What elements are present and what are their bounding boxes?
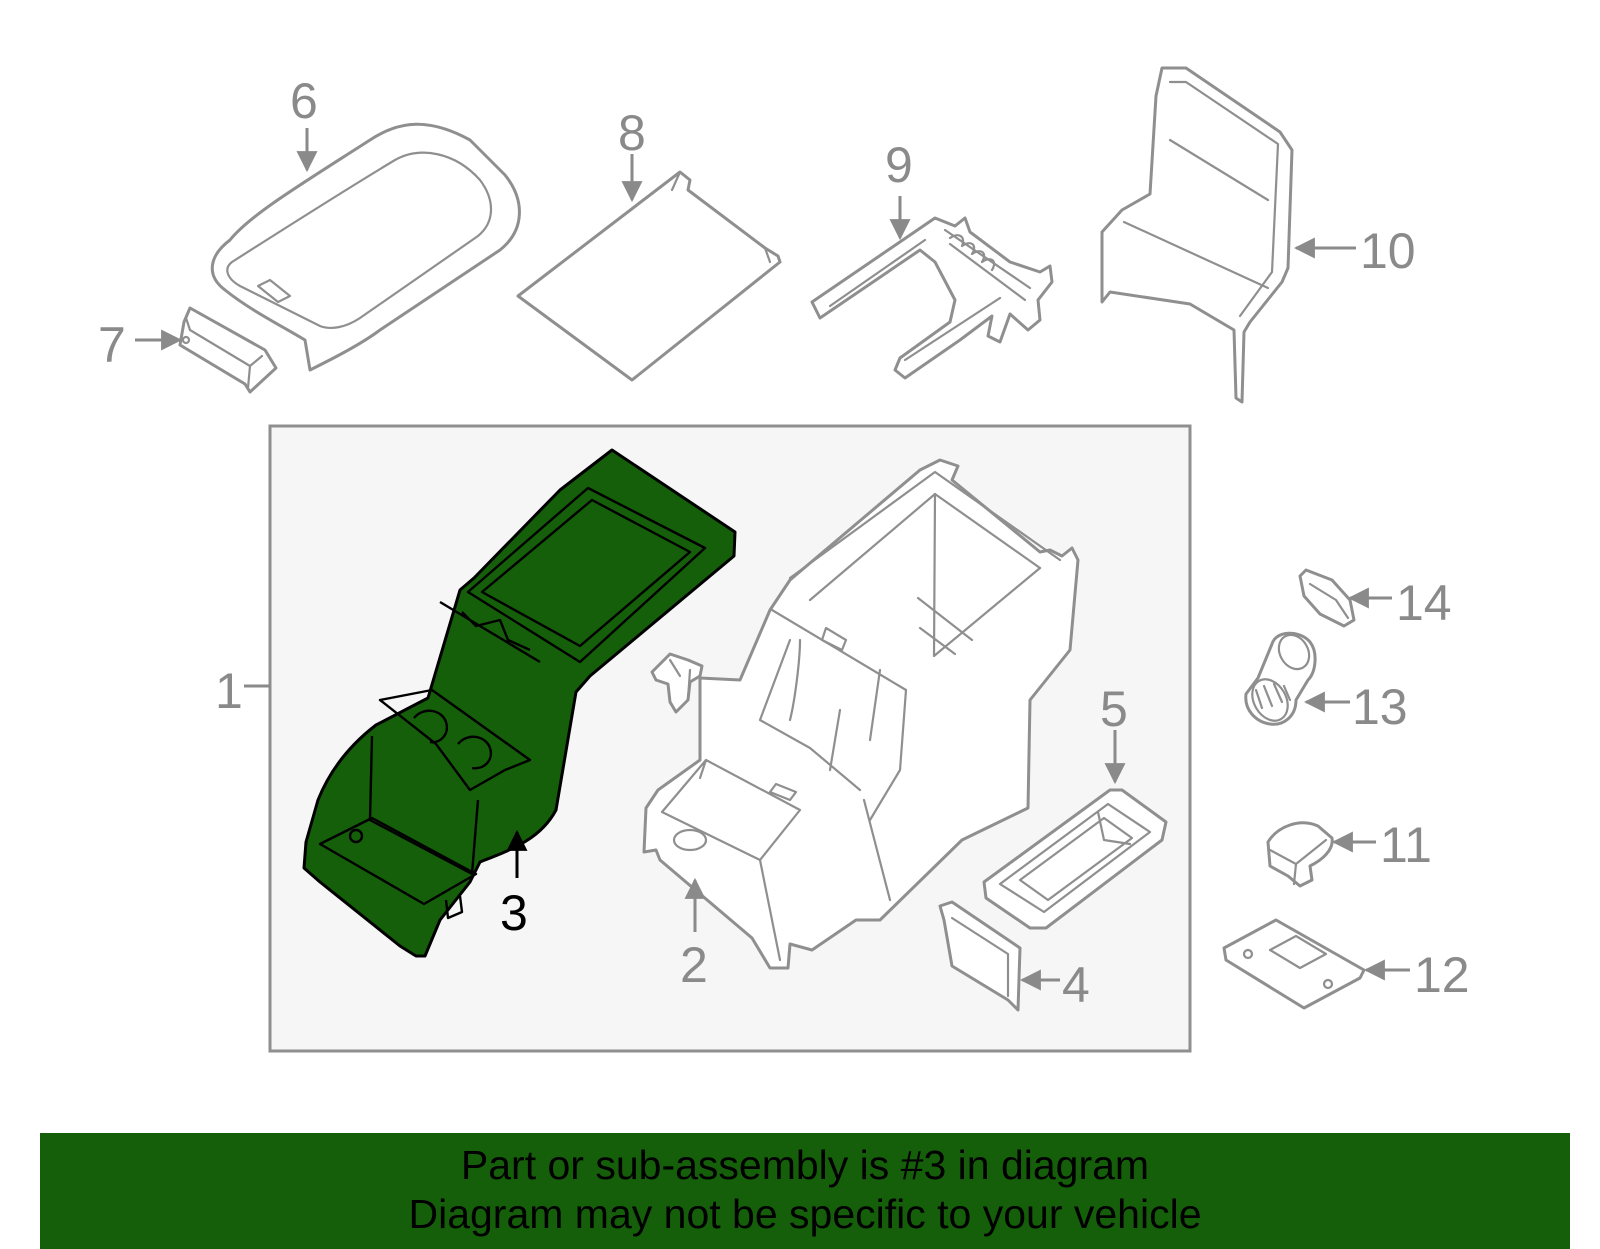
- part-14-ring[interactable]: [1298, 568, 1356, 628]
- part-10-trim-panel[interactable]: [1100, 66, 1294, 404]
- callout-4: 4: [1062, 957, 1090, 1013]
- callout-5: 5: [1100, 681, 1128, 737]
- info-banner: Part or sub-assembly is #3 in diagram Di…: [40, 1133, 1570, 1249]
- banner-line-disclaimer: Diagram may not be specific to your vehi…: [408, 1191, 1202, 1237]
- callout-13: 13: [1352, 679, 1408, 735]
- banner-line-part-number: Part or sub-assembly is #3 in diagram: [460, 1142, 1150, 1188]
- callout-9: 9: [885, 137, 913, 193]
- part-8-lid-panel[interactable]: [516, 170, 782, 382]
- part-5-storage-tray[interactable]: [982, 788, 1168, 930]
- part-clip[interactable]: [650, 652, 704, 714]
- callout-6: 6: [290, 73, 318, 129]
- callout-7: 7: [98, 317, 126, 373]
- part-2-console-base[interactable]: [642, 458, 1080, 970]
- part-3-console-top-highlighted[interactable]: [302, 448, 737, 958]
- part-11-switch[interactable]: [1266, 821, 1334, 888]
- callout-14: 14: [1396, 575, 1452, 631]
- part-4-panel[interactable]: [938, 900, 1022, 1012]
- callout-8: 8: [618, 105, 646, 161]
- callout-1: 1: [215, 663, 243, 719]
- part-7-latch[interactable]: [178, 306, 278, 394]
- part-12-bezel-plate[interactable]: [1222, 918, 1366, 1010]
- callout-12: 12: [1414, 947, 1470, 1003]
- callout-11: 11: [1380, 817, 1432, 873]
- part-9-hinge-bracket[interactable]: [810, 216, 1054, 380]
- callout-3: 3: [500, 885, 528, 941]
- part-13-socket[interactable]: [1244, 629, 1317, 727]
- part-6-armrest-lid[interactable]: [210, 122, 521, 372]
- callout-2: 2: [680, 937, 708, 993]
- callout-10: 10: [1360, 223, 1416, 279]
